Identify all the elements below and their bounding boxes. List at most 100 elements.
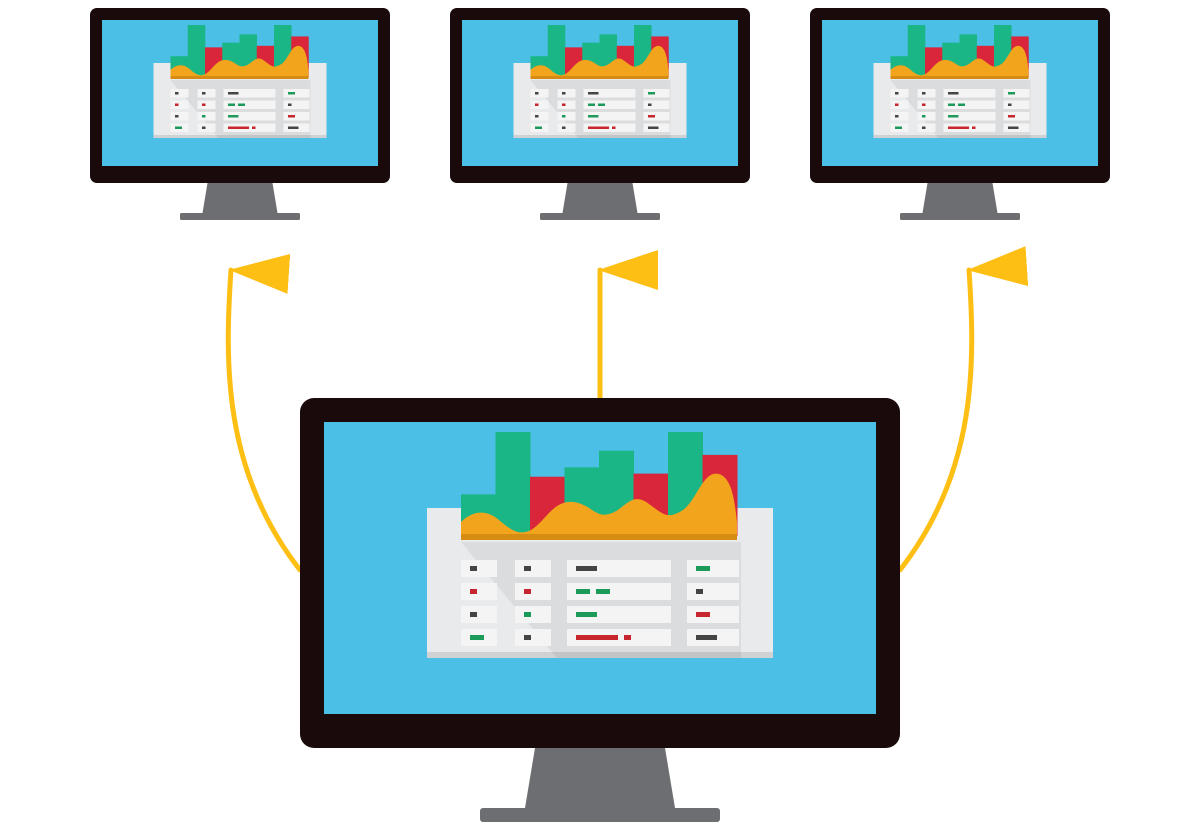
cell-mark <box>948 115 959 118</box>
table-cell <box>197 100 216 109</box>
table-cell <box>943 123 996 132</box>
cell-mark <box>228 115 239 118</box>
target-monitor-1 <box>90 8 390 220</box>
chart-bar <box>907 25 926 77</box>
cell-mark <box>948 92 959 95</box>
cell-mark <box>612 126 616 129</box>
table-row <box>530 89 670 98</box>
table-row <box>461 560 739 577</box>
monitor-stand <box>202 183 278 213</box>
monitor-base <box>900 213 1020 220</box>
cell-mark <box>895 103 899 106</box>
table-cell <box>461 560 497 577</box>
table-cell <box>567 560 671 577</box>
chart-area <box>530 45 669 78</box>
table-cell <box>917 112 936 121</box>
cell-mark <box>288 92 295 95</box>
cell-mark <box>576 566 597 571</box>
cell-mark <box>696 566 710 571</box>
cell-mark <box>562 115 566 118</box>
cell-mark <box>470 589 477 594</box>
chart-area <box>461 473 737 538</box>
dashboard-icon <box>873 25 1047 138</box>
cell-mark <box>588 92 599 95</box>
monitor-base <box>480 808 720 822</box>
cell-mark <box>202 126 206 129</box>
cell-mark <box>228 103 235 106</box>
table-cell <box>197 123 216 132</box>
cell-mark <box>562 126 566 129</box>
monitor-stand <box>922 183 998 213</box>
cell-mark <box>535 92 539 95</box>
table-cell <box>283 100 310 109</box>
cell-mark <box>624 635 631 640</box>
cell-mark <box>175 115 179 118</box>
chart-bar <box>547 25 566 77</box>
cell-mark <box>895 92 899 95</box>
table-cell <box>917 100 936 109</box>
table-row <box>890 100 1030 109</box>
source-monitor <box>300 398 900 822</box>
table-cell <box>643 100 670 109</box>
cell-mark <box>648 92 655 95</box>
cell-mark <box>588 126 609 129</box>
table-cell <box>530 100 549 109</box>
table-cell <box>917 89 936 98</box>
cell-mark <box>948 103 955 106</box>
cell-mark <box>524 612 531 617</box>
chart-baseline <box>461 534 737 540</box>
cell-mark <box>288 115 295 118</box>
cell-mark <box>596 589 610 594</box>
table-row <box>170 89 310 98</box>
table-row <box>170 100 310 109</box>
table-cell <box>583 89 636 98</box>
dashboard-icon <box>513 25 687 138</box>
cell-mark <box>535 115 539 118</box>
table-cell <box>283 112 310 121</box>
table-panel-edge <box>427 652 773 658</box>
table-row <box>170 123 310 132</box>
cell-mark <box>696 635 717 640</box>
table-cell <box>557 89 576 98</box>
cell-mark <box>470 635 484 640</box>
table-cell <box>687 606 739 623</box>
table-cell <box>515 606 551 623</box>
cell-mark <box>1008 115 1015 118</box>
table-cell <box>515 583 551 600</box>
table-cell <box>223 123 276 132</box>
table-cell <box>515 560 551 577</box>
cell-mark <box>175 126 182 129</box>
cell-mark <box>288 103 292 106</box>
table-cell <box>917 123 936 132</box>
cell-mark <box>288 126 299 129</box>
table-cell <box>583 112 636 121</box>
cell-mark <box>470 612 477 617</box>
table-cell <box>223 100 276 109</box>
table-row <box>461 606 739 623</box>
table-cell <box>643 112 670 121</box>
table-cell <box>197 112 216 121</box>
table-cell <box>197 89 216 98</box>
cell-mark <box>576 589 590 594</box>
chart-bar <box>187 25 206 77</box>
monitor-base <box>540 213 660 220</box>
cell-mark <box>922 115 926 118</box>
target-monitor-2 <box>450 8 750 220</box>
chart-area <box>170 45 309 78</box>
cell-mark <box>696 589 703 594</box>
table-cell <box>687 560 739 577</box>
cell-mark <box>648 115 655 118</box>
cell-mark <box>202 115 206 118</box>
monitors-layer <box>90 8 1110 822</box>
cell-mark <box>175 92 179 95</box>
cell-mark <box>175 103 179 106</box>
table-cell <box>1003 89 1030 98</box>
arrow-1 <box>225 253 303 573</box>
cell-mark <box>588 115 599 118</box>
table-cell <box>583 123 636 132</box>
cell-mark <box>228 92 239 95</box>
table-cell <box>943 89 996 98</box>
table-cell <box>1003 112 1030 121</box>
table-cell <box>567 606 671 623</box>
